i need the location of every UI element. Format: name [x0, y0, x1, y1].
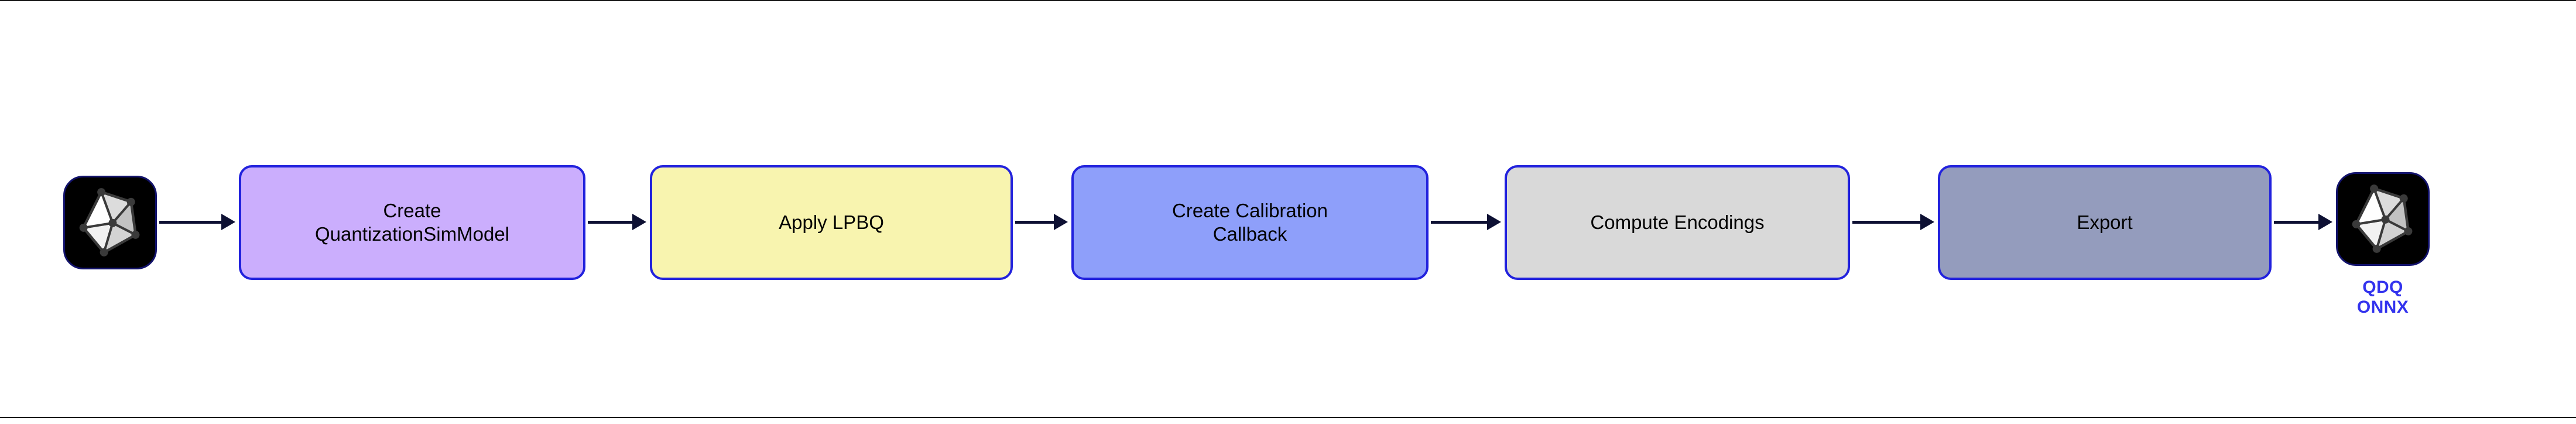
node-label-line-1: Compute Encodings: [1590, 211, 1765, 233]
node-compute-encodings[interactable]: Compute Encodings: [1505, 165, 1850, 280]
arrow-shaft: [1852, 221, 1921, 224]
node-label-line-1: Apply LPBQ: [779, 211, 884, 233]
arrow-callback-to-encodings: [1431, 214, 1501, 231]
arrow-shaft: [1431, 221, 1488, 224]
node-export[interactable]: Export: [1938, 165, 2272, 280]
target-model-caption: QDQ ONNX: [2324, 278, 2441, 317]
arrow-head-icon: [1054, 214, 1068, 230]
target-caption-line-2: ONNX: [2356, 297, 2409, 317]
node-label: Create Calibration Callback: [1172, 199, 1328, 247]
arrow-head-icon: [632, 214, 646, 230]
arrow-source-to-sim: [159, 214, 235, 231]
node-apply-lpbq[interactable]: Apply LPBQ: [650, 165, 1013, 280]
node-label-line-1: Export: [2077, 211, 2133, 233]
arrow-shaft: [159, 221, 222, 224]
arrow-sim-to-lpbq: [588, 214, 646, 231]
node-create-calibration-callback[interactable]: Create Calibration Callback: [1071, 165, 1429, 280]
node-label: Export: [2077, 211, 2132, 234]
node-label-line-1: Create: [383, 199, 441, 221]
arrow-lpbq-to-callback: [1015, 214, 1068, 231]
top-divider: [0, 0, 2576, 1]
node-label: Create QuantizationSimModel: [315, 199, 509, 247]
arrow-shaft: [588, 221, 633, 224]
arrow-export-to-onnx: [2274, 214, 2332, 231]
onnx-model-icon: [63, 176, 157, 269]
arrow-encodings-to-export: [1852, 214, 1934, 231]
node-create-quantization-sim-model[interactable]: Create QuantizationSimModel: [239, 165, 585, 280]
arrow-head-icon: [2318, 214, 2332, 230]
arrow-head-icon: [221, 214, 235, 230]
node-label: Compute Encodings: [1590, 211, 1764, 234]
target-caption-line-1: QDQ: [2362, 278, 2403, 297]
arrow-shaft: [2274, 221, 2320, 224]
node-label-line-2: Callback: [1212, 223, 1287, 245]
bottom-divider: [0, 417, 2576, 418]
arrow-head-icon: [1920, 214, 1934, 230]
node-label: Apply LPBQ: [779, 211, 884, 234]
arrow-shaft: [1015, 221, 1055, 224]
node-label-line-1: Create Calibration: [1172, 199, 1328, 221]
node-label-line-2: QuantizationSimModel: [315, 223, 509, 245]
workflow-flow: QDQ ONNX: [0, 165, 2576, 317]
onnx-model-icon: [2336, 172, 2430, 266]
arrow-head-icon: [1487, 214, 1501, 230]
